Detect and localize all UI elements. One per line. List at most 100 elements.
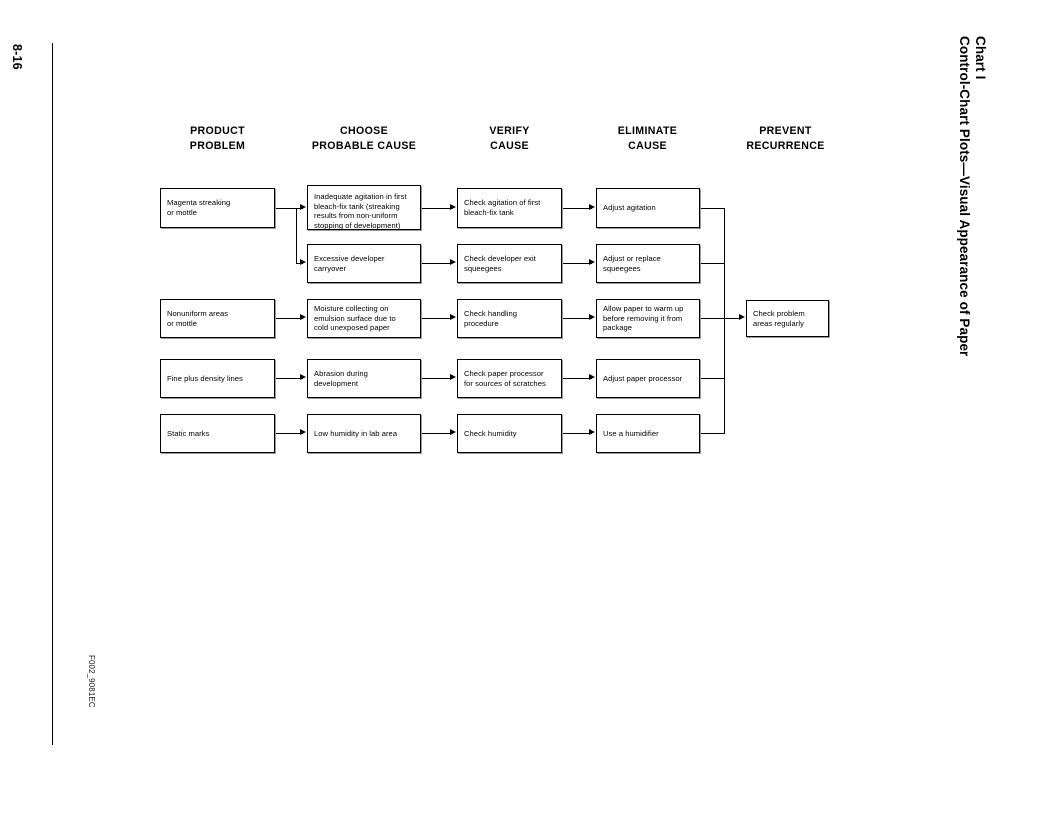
- node-verify-check-paper-processor[interactable]: Check paper processor for sources of scr…: [457, 359, 562, 398]
- page-margin-rule: [52, 43, 53, 745]
- node-eliminate-use-a-humidifier[interactable]: Use a humidifier: [596, 414, 700, 453]
- node-text: Check paper processor for sources of scr…: [464, 368, 546, 388]
- node-eliminate-adjust-agitation[interactable]: Adjust agitation: [596, 188, 700, 228]
- connector-collector-bus: [724, 208, 725, 433]
- node-text: Excessive developer carryover: [314, 253, 385, 273]
- connector-p3-c4: [275, 378, 303, 379]
- column-header-line2: RECURRENCE: [746, 139, 825, 152]
- arrow-to-e3: [589, 314, 595, 321]
- node-text: Check handling procedure: [464, 308, 518, 328]
- arrow-to-c5: [300, 429, 306, 436]
- arrow-to-c4: [300, 374, 306, 381]
- node-text: Fine plus density lines: [167, 373, 243, 383]
- arrow-to-v4: [450, 374, 456, 381]
- node-text: Inadequate agitation in first bleach-fix…: [314, 192, 407, 230]
- connector-c1-v1: [421, 208, 452, 209]
- connector-e2-bus: [700, 263, 725, 264]
- footer-document-code: F002_9081EC: [87, 655, 96, 708]
- node-text: Static marks: [167, 428, 210, 438]
- node-cause-abrasion-during-development[interactable]: Abrasion during development: [307, 359, 421, 398]
- arrow-to-v5: [450, 429, 456, 436]
- connector-v2-e2: [562, 263, 592, 264]
- connector-bus-to-prevent: [724, 318, 741, 319]
- node-eliminate-adjust-paper-processor[interactable]: Adjust paper processor: [596, 359, 700, 398]
- node-prevent-check-problem-areas-regularly[interactable]: Check problem areas regularly: [746, 300, 829, 337]
- arrow-to-c2: [300, 259, 306, 266]
- column-header-line1: ELIMINATE: [617, 125, 678, 137]
- node-problem-fine-plus-density-lines[interactable]: Fine plus density lines: [160, 359, 275, 398]
- connector-c5-v5: [421, 433, 452, 434]
- connector-c3-v3: [421, 318, 452, 319]
- connector-e1-bus: [700, 208, 725, 209]
- node-verify-check-handling-procedure[interactable]: Check handling procedure: [457, 299, 562, 338]
- arrow-to-e1: [589, 204, 595, 211]
- connector-e4-bus: [700, 378, 725, 379]
- node-cause-moisture-collecting[interactable]: Moisture collecting on emulsion surface …: [307, 299, 421, 338]
- column-header-line1: PREVENT: [759, 125, 812, 137]
- node-cause-low-humidity[interactable]: Low humidity in lab area: [307, 414, 421, 453]
- column-header-line1: CHOOSE: [339, 125, 388, 137]
- arrow-to-e5: [589, 429, 595, 436]
- node-problem-nonuniform-areas[interactable]: Nonuniform areas or mottle: [160, 299, 275, 338]
- column-header-line1: PRODUCT: [190, 125, 245, 137]
- node-text: Allow paper to warm up before removing i…: [603, 304, 684, 333]
- column-header-prevent-recurrence: PREVENT RECURRENCE: [728, 124, 843, 153]
- connector-e3-bus: [700, 318, 725, 319]
- node-cause-excessive-developer-carryover[interactable]: Excessive developer carryover: [307, 244, 421, 283]
- node-text: Check humidity: [464, 428, 517, 438]
- column-header-line2: CAUSE: [490, 139, 529, 152]
- connector-v5-e5: [562, 433, 592, 434]
- node-text: Check developer exit squeegees: [464, 253, 536, 273]
- node-verify-check-developer-exit-squeegees[interactable]: Check developer exit squeegees: [457, 244, 562, 283]
- connector-p1-split: [296, 208, 297, 263]
- connector-p1-to-c2: [296, 263, 303, 264]
- node-eliminate-allow-paper-to-warm-up[interactable]: Allow paper to warm up before removing i…: [596, 299, 700, 338]
- node-text: Magenta streaking or mottle: [167, 198, 231, 217]
- arrow-to-v2: [450, 259, 456, 266]
- node-verify-check-humidity[interactable]: Check humidity: [457, 414, 562, 453]
- column-header-line2: CAUSE: [628, 139, 667, 152]
- node-problem-static-marks[interactable]: Static marks: [160, 414, 275, 453]
- node-text: Check agitation of first bleach-fix tank: [464, 198, 541, 217]
- arrow-to-v1: [450, 204, 456, 211]
- document-title: Chart I Control-Chart Plots—Visual Appea…: [957, 36, 989, 357]
- node-problem-magenta-streaking[interactable]: Magenta streaking or mottle: [160, 188, 275, 228]
- connector-e5-bus: [700, 433, 725, 434]
- connector-p1-to-c1: [296, 208, 303, 209]
- node-text: Abrasion during development: [314, 368, 368, 388]
- column-header-line2: PROBABLE CAUSE: [311, 139, 417, 152]
- node-text: Low humidity in lab area: [314, 428, 398, 438]
- document-title-line2: Control-Chart Plots—Visual Appearance of…: [957, 36, 973, 357]
- column-header-product-problem: PRODUCT PROBLEM: [160, 124, 275, 153]
- node-text: Adjust paper processor: [603, 373, 683, 383]
- page-number: 8-16: [10, 44, 24, 70]
- connector-c2-v2: [421, 263, 452, 264]
- column-header-line2: PROBLEM: [189, 139, 246, 152]
- node-cause-inadequate-agitation[interactable]: Inadequate agitation in first bleach-fix…: [307, 185, 421, 230]
- column-header-eliminate-cause: ELIMINATE CAUSE: [590, 124, 705, 153]
- node-verify-check-agitation[interactable]: Check agitation of first bleach-fix tank: [457, 188, 562, 228]
- connector-v4-e4: [562, 378, 592, 379]
- connector-v1-e1: [562, 208, 592, 209]
- node-text: Use a humidifier: [603, 428, 659, 438]
- connector-p1-out: [275, 208, 297, 209]
- arrow-to-c3: [300, 314, 306, 321]
- arrow-to-e4: [589, 374, 595, 381]
- connector-p2-c3: [275, 318, 303, 319]
- arrow-to-prevent: [739, 314, 745, 321]
- arrow-to-c1: [300, 204, 306, 211]
- column-header-line1: VERIFY: [489, 125, 530, 137]
- node-eliminate-adjust-or-replace-squeegees[interactable]: Adjust or replace squeegees: [596, 244, 700, 283]
- document-title-line1: Chart I: [973, 36, 988, 80]
- arrow-to-v3: [450, 314, 456, 321]
- column-header-choose-probable-cause: CHOOSE PROBABLE CAUSE: [297, 124, 431, 153]
- node-text: Check problem areas regularly: [753, 308, 805, 328]
- column-header-verify-cause: VERIFY CAUSE: [452, 124, 567, 153]
- node-text: Moisture collecting on emulsion surface …: [314, 304, 396, 333]
- connector-c4-v4: [421, 378, 452, 379]
- connector-p4-c5: [275, 433, 303, 434]
- arrow-to-e2: [589, 259, 595, 266]
- node-text: Adjust or replace squeegees: [603, 253, 661, 273]
- node-text: Nonuniform areas or mottle: [167, 308, 229, 328]
- node-text: Adjust agitation: [603, 203, 656, 213]
